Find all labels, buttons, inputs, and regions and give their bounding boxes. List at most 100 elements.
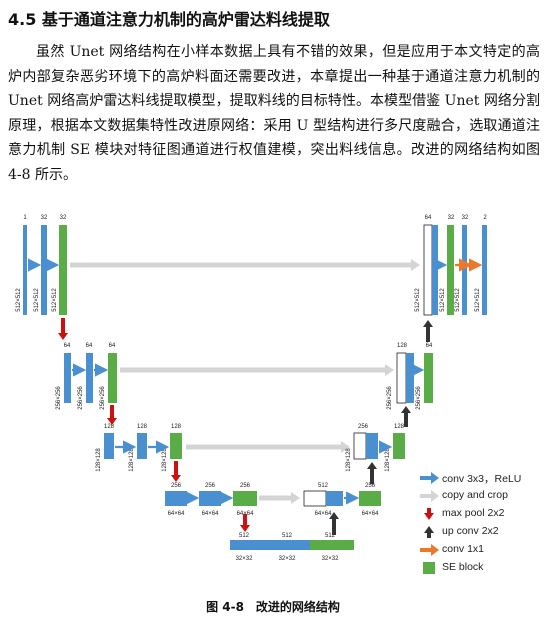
channel-label: 64 [426,343,433,349]
feature-map-bar [104,433,114,459]
upconv-arrow [426,326,430,342]
caption-text: 改进的网络结构 [255,600,340,614]
se-block-bar [310,540,354,550]
copied-feature-map-bar [423,224,433,316]
size-label: 64×64 [315,511,333,517]
legend-item: max pool 2x2 [420,505,546,523]
channel-label: 32 [448,215,455,221]
size-label: 64×64 [362,511,380,517]
feature-map-bar [230,540,272,550]
maxpool-arrow [243,514,247,526]
size-label: 512×512 [415,288,421,312]
feature-map-bar [462,225,467,315]
feature-map-bar [272,540,316,550]
legend-item: conv 1x1 [420,541,546,559]
caption-number: 图 4-8 [206,600,244,614]
legend-label: SE block [442,561,484,573]
maxpool-arrowhead [58,333,68,340]
channel-label: 512 [239,533,250,539]
upconv-arrow [332,518,336,535]
legend-item: SE block [420,559,546,577]
se-block-bar [447,225,454,315]
channel-label: 128 [394,424,405,430]
channel-label: 64 [64,343,71,349]
size-label: 512×512 [52,288,58,312]
size-label: 128×128 [385,448,391,472]
feature-map-bar [137,433,147,459]
legend-label: up conv 2x2 [442,525,499,537]
feature-map-bar [366,433,378,459]
copy-crop-arrow [70,262,412,268]
size-label: 128×128 [96,448,102,472]
conv-arrow-icon [420,472,439,484]
maxpool-arrow [174,461,178,476]
upconv-arrow [370,468,374,484]
size-label: 512×512 [34,288,40,312]
channel-label: 128 [137,424,148,430]
channel-label: 64 [425,215,432,221]
size-label: 128×128 [162,448,168,472]
channel-label: 128 [397,343,408,349]
copy-crop-arrowhead [291,492,300,504]
size-label: 32×32 [236,556,254,562]
upconv-arrowhead [367,462,377,469]
channel-label: 256 [205,483,216,489]
legend-label: copy and crop [442,489,508,501]
copied-feature-map-bar [396,352,407,404]
feature-map-bar [165,491,187,506]
conv1x1-arrow-icon [420,544,439,556]
se-block-bar [108,353,117,403]
legend-item: copy and crop [420,487,546,505]
copy-crop-arrowhead [385,364,394,376]
channel-label: 32 [462,215,469,221]
channel-label: 256 [365,483,376,489]
channel-label: 256 [171,483,182,489]
maxpool-arrowhead [240,525,250,532]
size-label: 64×64 [202,511,220,517]
upconv-arrow-icon [424,526,434,538]
copy-crop-arrow [259,495,292,501]
maxpool-arrow [110,405,114,419]
channel-label: 64 [109,343,116,349]
size-label: 512×512 [440,288,446,312]
feature-map-bar [64,353,71,403]
channel-label: 512 [318,483,329,489]
size-label: 64×64 [168,511,186,517]
feature-map-bar [432,225,438,315]
copied-feature-map-bar [353,432,367,460]
se-block-bar [233,491,257,506]
channel-label: 128 [171,424,182,430]
legend-item: up conv 2x2 [420,523,546,541]
size-label: 256×256 [78,386,84,410]
se-block-bar [393,433,405,459]
se-block-bar [59,225,67,315]
copy-crop-arrow [120,367,386,373]
maxpool-arrowhead [171,475,181,482]
channel-label: 1 [23,215,27,221]
size-label: 512×512 [455,288,461,312]
upconv-arrowhead [329,512,339,519]
body-paragraph: 虽然 Unet 网络结构在小样本数据上具有不错的效果，但是应用于本文特定的高炉内… [8,44,540,183]
copy-crop-arrowhead [411,259,420,271]
feature-map-bar [482,225,487,315]
upconv-arrowhead [423,320,433,327]
size-label: 256×256 [100,386,106,410]
size-label: 32×32 [279,556,297,562]
feature-map-bar [199,491,221,506]
size-label: 128×128 [346,448,352,472]
copy-arrow-icon [420,490,439,502]
network-diagram: 1 32 32 512×512 512×512 512×512 64 32 32 2 512×512… [16,215,487,562]
legend-label: conv 1x1 [442,543,485,555]
legend-item: conv 3x3，ReLU [420,469,546,487]
feature-map-bar [23,225,27,315]
channel-label: 2 [483,215,487,221]
channel-label: 32 [41,215,48,221]
legend-label: conv 3x3，ReLU [442,473,522,485]
feature-map-bar [41,225,47,315]
size-label: 32×32 [322,556,340,562]
channel-label: 32 [60,215,67,221]
feature-map-bar [406,353,414,403]
se-block-icon [423,562,435,574]
channel-label: 256 [358,424,369,430]
size-label: 512×512 [16,288,22,312]
